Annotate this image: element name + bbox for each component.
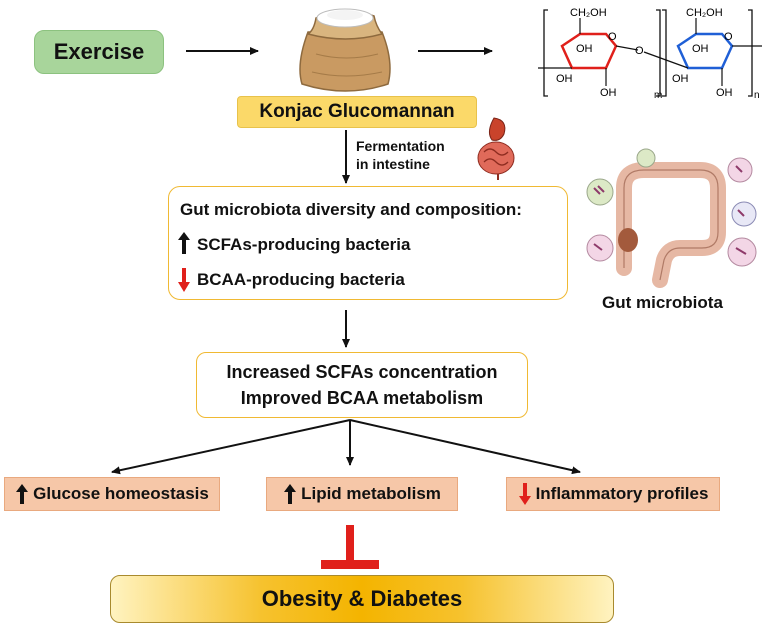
konjac-glucomannan-box: Konjac Glucomannan [237,96,477,128]
arrow-to-inflammatory [349,419,581,475]
lipid-label: Lipid metabolism [301,484,441,503]
up-arrow-icon [16,484,29,504]
glucose-label: Glucose homeostasis [33,484,209,503]
up-arrow-icon [178,232,190,254]
subscript-n: n [754,90,760,100]
fermentation-line-1: Fermentation [356,138,445,154]
intestine-icon [477,117,515,180]
gut-microbiota-box [168,186,568,300]
glucose-homeostasis-box: Glucose homeostasis [4,477,220,511]
konjac-sack-illustration [299,8,391,92]
oh-label-5: OH [672,73,689,85]
inflammatory-profiles-box: Inflammatory profiles [506,477,720,511]
improved-bcaa-label: Improved BCAA metabolism [240,388,484,408]
scfa-bcaa-effect-box: Increased SCFAs concentration Improved B… [196,352,528,418]
gut-box-title: Gut microbiota diversity and composition… [180,200,522,219]
ring-o-right: O [724,31,733,43]
exercise-label: Exercise [53,39,145,64]
fermentation-line-2: in intestine [356,156,430,172]
bcaa-bacteria-label: BCAA-producing bacteria [197,270,405,289]
inflammatory-label: Inflammatory profiles [535,484,709,503]
oh-label-1: OH [576,43,593,55]
obesity-diabetes-box: Obesity & Diabetes [110,575,614,623]
oh-label-6: OH [716,87,733,99]
increased-scfa-label: Increased SCFAs concentration [226,362,498,382]
konjac-label: Konjac Glucomannan [259,101,455,122]
oh-label-2: OH [556,73,573,85]
ch2oh-right-label: CH₂OH [686,7,723,19]
gut-microbiota-caption: Gut microbiota [602,293,723,312]
oh-label-4: OH [692,43,709,55]
exercise-box: Exercise [34,30,164,74]
ring-o-left: O [608,31,617,43]
oh-label-3: OH [600,87,617,99]
down-arrow-icon [518,483,531,505]
bridge-o: O [635,45,644,57]
scfa-bacteria-label: SCFAs-producing bacteria [197,235,411,254]
glucomannan-structure: CH₂OH CH₂OH O O O OH OH OH OH OH OH m n [538,7,762,100]
obesity-label: Obesity & Diabetes [261,586,463,611]
lipid-metabolism-box: Lipid metabolism [266,477,458,511]
up-arrow-icon [284,484,297,504]
subscript-m: m [654,90,662,100]
gut-microbiota-illustration [586,148,757,288]
down-arrow-icon [178,268,190,292]
ch2oh-left-label: CH₂OH [570,7,607,19]
arrow-to-glucose [111,419,351,475]
inhibition-symbol [321,525,379,569]
fermentation-label: Fermentation in intestine [356,137,445,173]
